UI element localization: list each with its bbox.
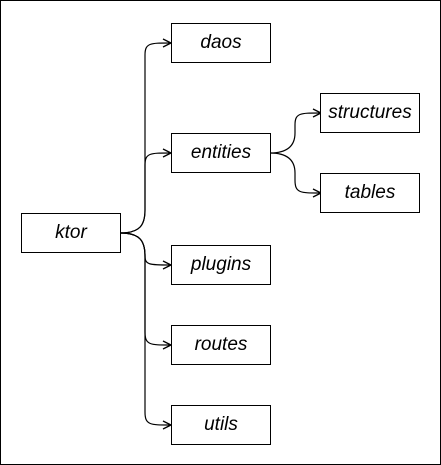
edge-ktor-entities [119, 153, 170, 234]
node-entities[interactable]: entities [171, 133, 271, 173]
node-routes[interactable]: routes [171, 325, 271, 365]
node-ktor[interactable]: ktor [21, 213, 121, 253]
node-plugins[interactable]: plugins [171, 245, 271, 285]
edge-ktor-utils [119, 232, 170, 425]
node-tables[interactable]: tables [320, 173, 420, 213]
node-utils[interactable]: utils [171, 405, 271, 445]
node-daos[interactable]: daos [171, 23, 271, 63]
edge-entities-tables [269, 152, 320, 193]
edge-entities-structures [269, 113, 320, 154]
node-structures[interactable]: structures [320, 93, 420, 133]
